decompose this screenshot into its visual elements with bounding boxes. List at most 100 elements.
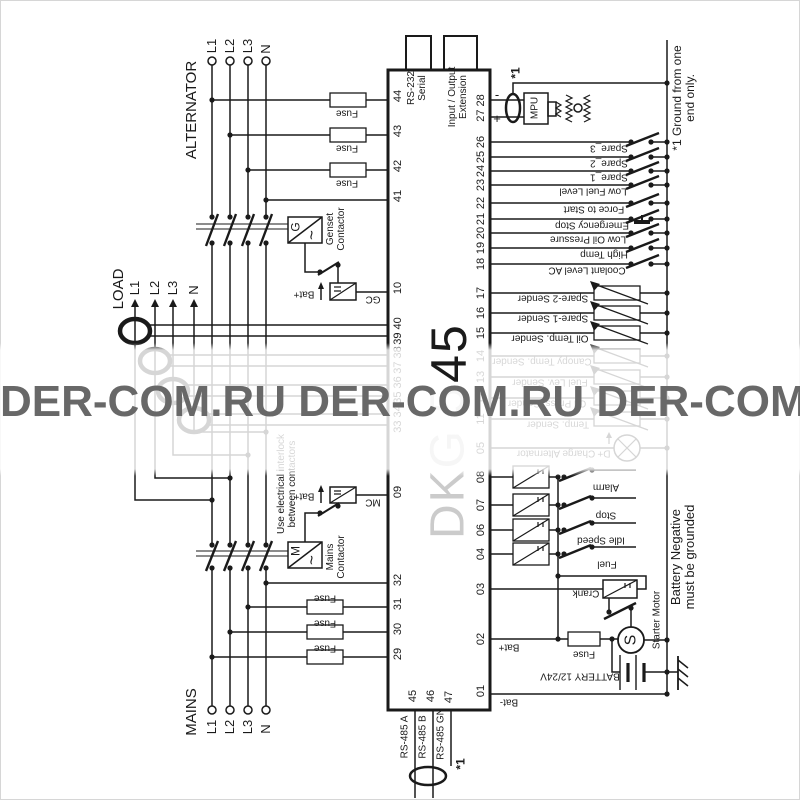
fuse-label: Fuse xyxy=(572,648,596,660)
pin-number-46: 46 xyxy=(425,689,438,703)
rs485-b-label: RS-485 B xyxy=(417,715,429,759)
pin-number-04: 04 xyxy=(475,547,488,561)
pin-number-41: 41 xyxy=(392,189,405,203)
load-arrow-icons xyxy=(131,299,198,307)
alternator-title: ALTERNATOR xyxy=(182,60,200,160)
crank-relay-icon xyxy=(490,575,647,627)
pin-number-44: 44 xyxy=(392,89,405,103)
pin-number-17: 17 xyxy=(475,286,488,300)
rs485-gn-label: RS-485 GN xyxy=(435,708,447,760)
input-label-force-start: Force to Start xyxy=(563,203,625,215)
mains-contactor-label: Mains Contactor xyxy=(325,535,347,579)
mc-output-label: MC xyxy=(365,496,381,508)
pin-number-26: 26 xyxy=(475,135,488,149)
mains-terminals xyxy=(207,705,271,715)
mains-l2: L2 xyxy=(221,719,237,735)
bat-plus-label: Bat+ xyxy=(498,641,520,653)
pin-number-45: 45 xyxy=(407,689,420,703)
output-label-idle-speed: Idle Speed xyxy=(577,534,625,546)
rs232-connector-icon xyxy=(405,35,432,71)
load-l2: L2 xyxy=(146,280,162,296)
rs232-port-label: RS-232 Serial xyxy=(406,71,428,105)
rs485-shield-ref: *1 xyxy=(453,758,468,770)
pin-number-24: 24 xyxy=(475,164,488,178)
sender-label-spare1: Spare-1 Sender xyxy=(517,312,589,324)
battery-icon xyxy=(619,655,646,690)
fuse-label: Fuse xyxy=(335,177,359,189)
pin-number-43: 43 xyxy=(392,124,405,138)
pin-number-20: 20 xyxy=(475,226,488,240)
pin-number-21: 21 xyxy=(475,212,488,226)
mains-contactor-sine: ~ xyxy=(301,555,321,565)
pin-number-25: 25 xyxy=(475,150,488,164)
earth-ground-icon xyxy=(677,656,689,690)
mpu-label: MPU xyxy=(529,96,541,120)
pin-number-32: 32 xyxy=(392,573,405,587)
mpu-plus: + xyxy=(493,110,501,126)
output-label-alarm: Alarm xyxy=(592,481,620,493)
input-label-spare3: Spare_3 xyxy=(590,142,628,154)
starter-s: S xyxy=(622,634,640,646)
load-title: LOAD xyxy=(109,268,127,310)
gc-bat-plus: Bat+ xyxy=(293,288,315,300)
sender-label-spare2: Spare-2 Sender xyxy=(517,292,589,304)
pin-number-22: 22 xyxy=(475,196,488,210)
output-label-stop: Stop xyxy=(595,509,617,521)
input-label-high-temp: High Temp xyxy=(580,248,628,260)
mains-n: N xyxy=(257,724,273,734)
genset-contactor-icon xyxy=(196,216,388,301)
pin-number-30: 30 xyxy=(392,622,405,636)
alt-terminal-l3: L3 xyxy=(239,38,255,54)
ground-note: *1 Ground from one end only. xyxy=(670,45,697,151)
pin-number-31: 31 xyxy=(392,597,405,611)
gc-output-label: GC xyxy=(365,293,381,305)
pin-number-39-40: 39 40 xyxy=(392,317,405,345)
load-n: N xyxy=(185,285,201,295)
pin-number-29: 29 xyxy=(392,647,405,661)
input-label-low-fuel: Low Fuel Level xyxy=(559,185,627,197)
mains-l3: L3 xyxy=(239,719,255,735)
battery-circuit-wires xyxy=(490,477,678,695)
pin-number-09: 09 xyxy=(392,485,405,499)
alternator-terminals xyxy=(207,56,271,66)
pin-number-27-28: 27 28 xyxy=(475,94,488,122)
bat-minus-label: Bat- xyxy=(499,696,519,708)
load-l1: L1 xyxy=(126,280,142,296)
fuse-label: Fuse xyxy=(335,107,359,119)
input-label-spare1: Spare_1 xyxy=(590,171,628,183)
input-label-spare2: Spare_2 xyxy=(590,157,628,169)
mpu-minus: - xyxy=(494,86,500,102)
starter-motor-label: Starter Motor xyxy=(651,590,663,650)
sender-label-oil-temp: Oil Temp. Sender xyxy=(511,332,589,344)
alt-terminal-n: N xyxy=(257,44,273,54)
input-label-low-oil-pressure: Low Oil Pressure xyxy=(549,233,627,245)
pin-number-47: 47 xyxy=(443,690,456,704)
fuse-label: Fuse xyxy=(335,142,359,154)
pin-number-19: 19 xyxy=(475,241,488,255)
output-label-crank: Crank xyxy=(572,587,600,599)
rs485-a-label: RS-485 A xyxy=(399,715,411,759)
pin-number-10: 10 xyxy=(392,281,405,295)
controller-model: 45 xyxy=(421,323,477,383)
mains-contactor-m: M xyxy=(288,546,303,556)
input-label-emergency-stop: Emergency Stop xyxy=(555,219,629,231)
pin-number-03: 03 xyxy=(475,582,488,596)
flywheel-gear-icon xyxy=(564,94,592,123)
fuse-label: Fuse xyxy=(313,642,337,654)
fuse-label: Fuse xyxy=(313,617,337,629)
output-label-fuel: Fuel xyxy=(597,558,617,570)
alt-terminal-l2: L2 xyxy=(221,38,237,54)
genset-contactor-g: G xyxy=(288,222,303,232)
pin-number-18: 18 xyxy=(475,257,488,271)
genset-contactor-label: Genset Contactor xyxy=(325,207,347,251)
pin-number-42: 42 xyxy=(392,159,405,173)
fuse-label: Fuse xyxy=(313,592,337,604)
pin-number-06: 06 xyxy=(475,523,488,537)
load-l3: L3 xyxy=(164,280,180,296)
pin-number-01: 01 xyxy=(475,684,488,698)
io-extension-label: Input / Output Extension xyxy=(447,66,469,128)
input-label-coolant-level: Coolant Level AC xyxy=(548,264,626,276)
fuse-icons xyxy=(306,92,601,665)
